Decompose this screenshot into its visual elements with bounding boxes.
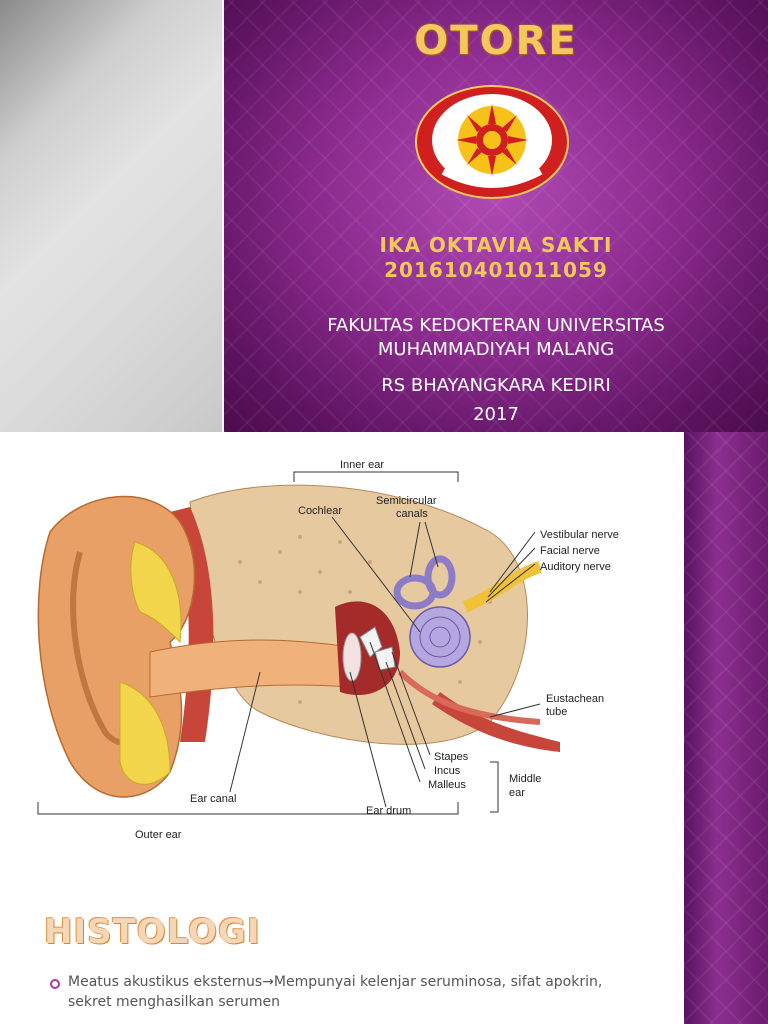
purple-background [224, 0, 768, 432]
section-title: HISTOLOGI [44, 912, 261, 952]
label-canals: canals [396, 508, 428, 520]
label-incus: Incus [434, 765, 461, 777]
slide-title: OTORE [414, 18, 578, 64]
label-facial-nerve: Facial nerve [540, 545, 600, 557]
affiliation-line-1: FAKULTAS KEDOKTERAN UNIVERSITAS [327, 315, 665, 336]
label-ear: ear [509, 787, 525, 799]
ear-anatomy-diagram: Inner ear Cochlear Semicircular canals V… [37, 459, 619, 841]
label-ear-drum: Ear drum [366, 805, 411, 817]
affiliation-line-2: MUHAMMADIYAH MALANG [377, 339, 615, 360]
label-vestibular-nerve: Vestibular nerve [540, 529, 619, 541]
label-stapes: Stapes [434, 751, 469, 763]
hospital-name: RS BHAYANGKARA KEDIRI [381, 375, 611, 396]
title-slide: OTORE IKA OKTAVIA SAKTI 201610401011059 … [0, 0, 768, 432]
label-cochlear: Cochlear [298, 505, 342, 517]
author-name: IKA OKTAVIA SAKTI [379, 233, 613, 257]
label-outer-ear: Outer ear [135, 829, 182, 841]
label-ear-canal: Ear canal [190, 793, 236, 805]
label-eustachean: Eustachean [546, 693, 604, 705]
bullet-icon [50, 979, 60, 989]
label-auditory-nerve: Auditory nerve [540, 561, 611, 573]
label-inner-ear: Inner ear [340, 459, 384, 471]
author-id: 201610401011059 [384, 258, 608, 282]
histology-slide: Inner ear Cochlear Semicircular canals V… [0, 432, 768, 1024]
bullet-item: Meatus akustikus eksternus→Mempunyai kel… [68, 974, 603, 1010]
year: 2017 [473, 404, 519, 425]
label-middle: Middle [509, 773, 541, 785]
label-semicircular: Semicircular [376, 495, 437, 507]
purple-side-strip [684, 432, 768, 1024]
university-logo [415, 85, 569, 199]
label-tube: tube [546, 706, 567, 718]
gray-side-panel [0, 0, 224, 432]
label-malleus: Malleus [428, 779, 466, 791]
